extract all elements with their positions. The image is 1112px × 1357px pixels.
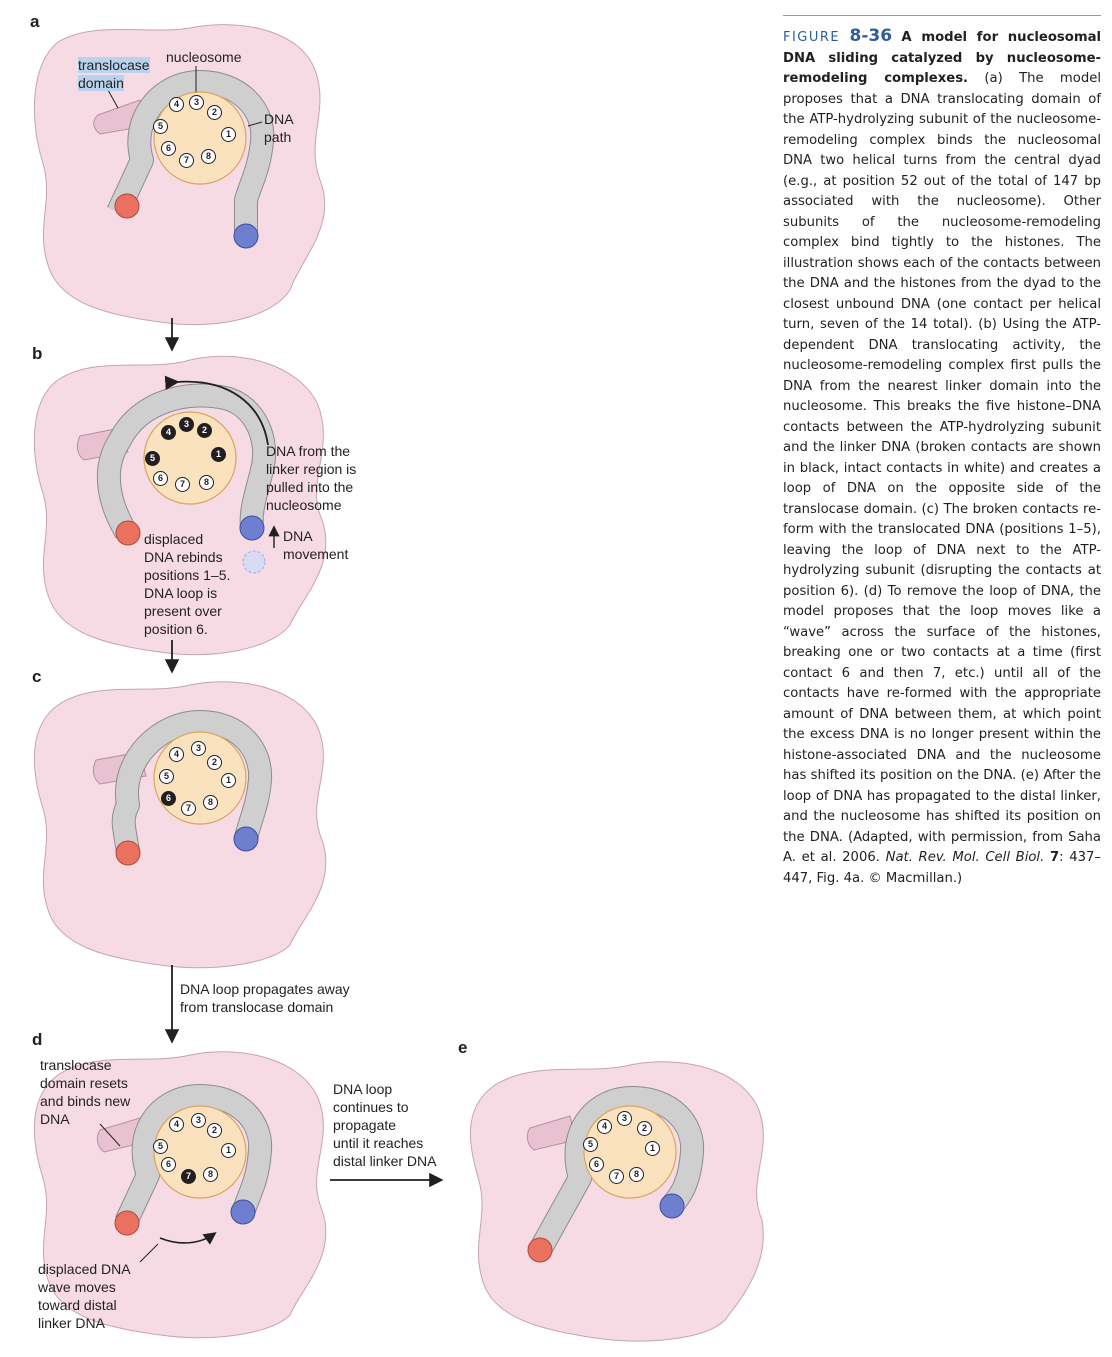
label-displaced-wave: displaced DNA wave moves toward distal l… [38,1261,131,1331]
contact-marker: 3 [179,417,194,432]
contact-marker: 4 [597,1119,612,1134]
contact-marker: 6 [161,791,176,806]
contact-marker: 6 [161,141,176,156]
linker-bead-blue-d [230,1199,256,1225]
figure-caption: FIGURE 8-36 A model for nucleosomal DNA … [783,15,1101,889]
figure-svg [33,24,764,1342]
contact-marker: 1 [645,1141,660,1156]
wave-arrow [159,1232,217,1245]
contact-marker: 8 [199,475,214,490]
linker-bead-blue-c [233,826,259,852]
label-loop-propagates: DNA loop propagates away from translocas… [180,981,350,1015]
linker-bead-red-d [114,1210,140,1236]
label-translocase-domain: translocase domain [78,56,150,92]
caption-figure-label: FIGURE [783,30,841,45]
contact-marker: 4 [169,1117,184,1132]
contact-marker: 7 [609,1169,624,1184]
contact-marker: 5 [153,1139,168,1154]
caption-pages: : 437–447, Fig. 4a. [783,850,1101,886]
contact-marker: 8 [203,795,218,810]
contact-marker: 5 [159,769,174,784]
contact-marker: 3 [191,741,206,756]
panel-letter-e: e [458,1038,468,1057]
contact-marker: 7 [179,153,194,168]
contact-marker: 2 [207,1123,222,1138]
translocase-label-text: translocase domain [78,57,150,91]
wave-leader [139,1243,159,1263]
linker-bead-blue-e [659,1193,685,1219]
contact-marker: 8 [629,1167,644,1182]
histone-core-a [153,91,247,185]
linker-bead-blue-a [233,223,259,249]
label-dna-movement: DNA movement [283,528,349,562]
caption-title: A model for nucleosomal DNA sliding cata… [783,30,1101,86]
contact-marker: 6 [161,1157,176,1172]
resets-leader [99,1123,121,1147]
contact-marker: 7 [181,801,196,816]
contact-marker: 7 [181,1169,196,1184]
label-loop-continues: DNA loop continues to propagate until it… [333,1081,437,1169]
panel-e-diagram [469,1061,764,1342]
panel-a-diagram [33,24,326,326]
linker-bead-red-e [527,1237,553,1263]
caption-copyright: © Macmillan.) [868,870,963,886]
contact-marker: 3 [191,1113,206,1128]
label-translocase-resets: translocase domain resets and binds new … [40,1057,131,1127]
panel-letter-c: c [32,667,42,686]
caption-figure-number: 8-36 [849,26,893,46]
contact-marker: 1 [221,773,236,788]
contact-marker: 8 [201,149,216,164]
contact-marker: 2 [637,1121,652,1136]
leader-dna-path [247,121,263,127]
caption-volume: 7 [1049,850,1060,865]
contact-marker: 4 [169,97,184,112]
caption-journal: Nat. Rev. Mol. Cell Biol. [885,850,1045,865]
contact-marker: 7 [175,477,190,492]
contact-marker: 2 [207,105,222,120]
contact-marker: 1 [221,127,236,142]
contact-marker: 4 [161,425,176,440]
contact-marker: 5 [145,451,160,466]
dna-strand-c [112,711,272,854]
contact-marker: 6 [589,1157,604,1172]
contact-marker: 5 [153,119,168,134]
panel-letter-b: b [32,344,43,363]
dna-strand-a [108,71,274,236]
contact-marker: 3 [617,1111,632,1126]
dna-movement-arc [164,375,269,446]
contact-marker: 6 [153,471,168,486]
label-displaced-rebinds: displaced DNA rebinds positions 1–5. DNA… [144,531,231,637]
linker-bead-red-c [115,840,141,866]
panel-d-diagram [33,1051,327,1339]
contact-marker: 1 [211,447,226,462]
label-dna-path: DNA path [264,111,294,145]
linker-bead-red-b [115,520,141,546]
contact-marker: 3 [189,95,204,110]
dna-strand-b [97,384,276,538]
panel-letter-a: a [30,12,40,31]
caption-body: (a) The model proposes that a DNA transl… [783,71,1101,865]
contact-marker: 1 [221,1143,236,1158]
linker-bead-red-a [114,193,140,219]
contact-marker: 8 [203,1167,218,1182]
label-dna-pulled: DNA from the linker region is pulled int… [266,443,357,513]
panel-letter-d: d [32,1030,43,1049]
leader-translocase [107,89,119,109]
linker-bead-blue-b [239,515,265,541]
label-nucleosome: nucleosome [166,49,242,65]
dna-strand-d [116,1085,272,1227]
panel-c-diagram [33,681,327,969]
contact-marker: 2 [197,423,212,438]
contact-marker: 5 [583,1137,598,1152]
contact-marker: 2 [207,755,222,770]
linker-bead-blue-ghost-b [242,550,266,574]
contact-marker: 4 [169,747,184,762]
dna-strand-e [530,1087,704,1256]
